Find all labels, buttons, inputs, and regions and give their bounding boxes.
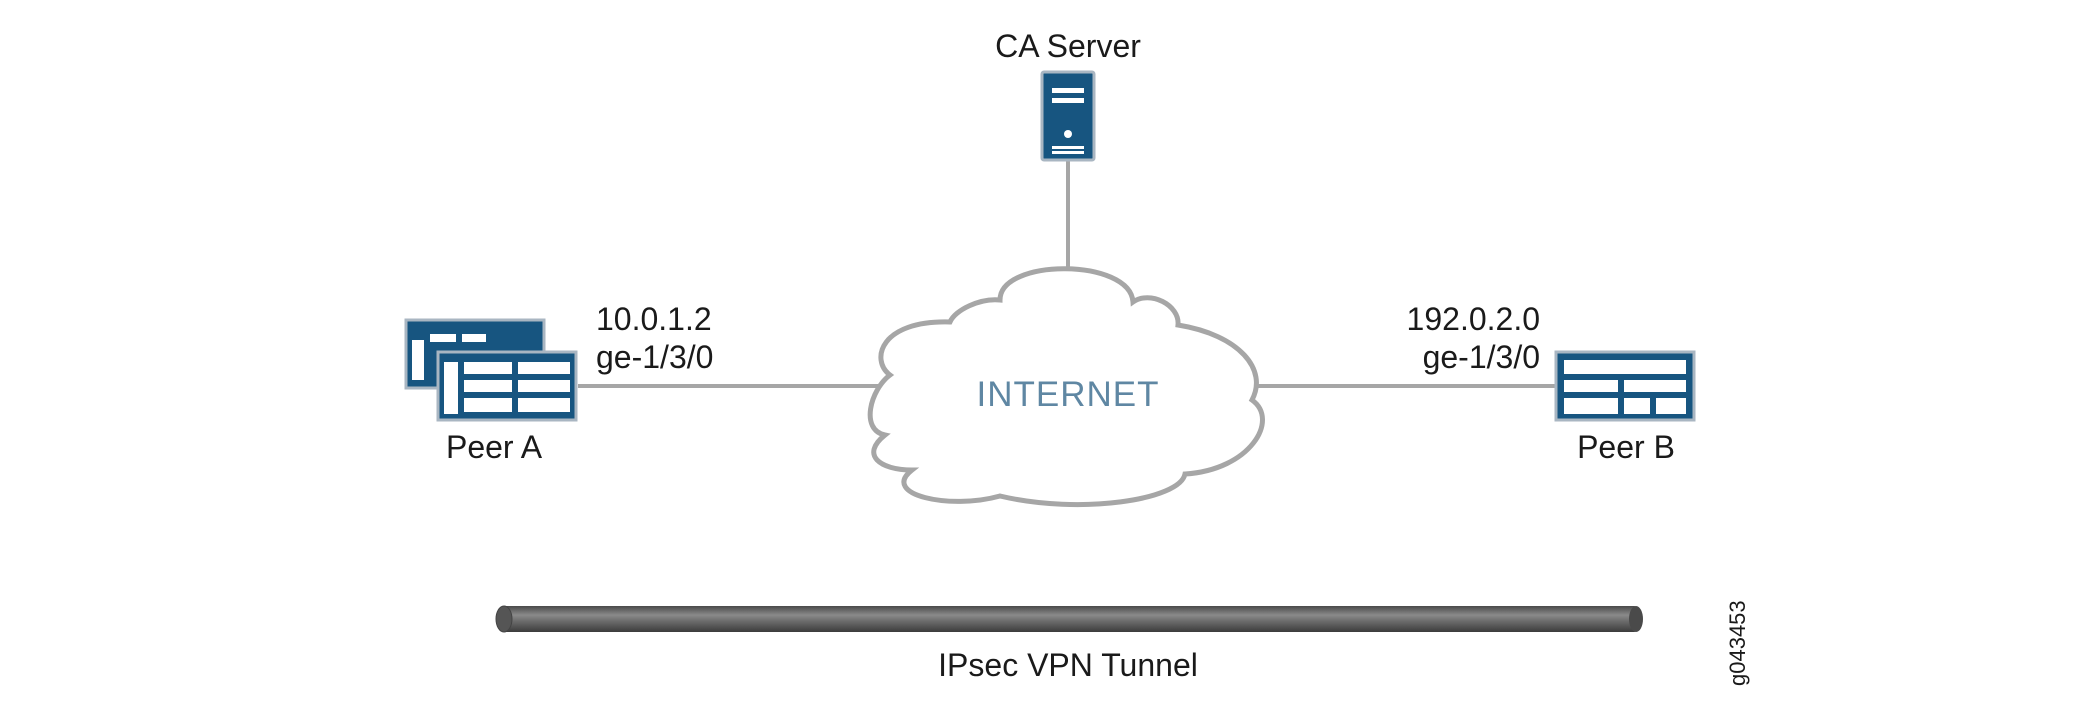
- peer-b-interface: ge-1/3/0: [1423, 339, 1540, 375]
- router-icon: [1554, 350, 1696, 422]
- router-stack-icon: [404, 318, 578, 422]
- peer-a-label: Peer A: [446, 429, 543, 465]
- peer-a-interface: ge-1/3/0: [596, 339, 713, 375]
- internet-cloud: INTERNET: [867, 266, 1265, 508]
- peer-b: 192.0.2.0 ge-1/3/0 Peer B: [1407, 301, 1696, 465]
- ca-server: CA Server: [995, 28, 1141, 162]
- peer-b-label: Peer B: [1577, 429, 1675, 465]
- peer-b-ip: 192.0.2.0: [1407, 301, 1540, 337]
- figure-id: g043453: [1725, 600, 1750, 686]
- server-icon: [1040, 70, 1096, 162]
- ca-server-label: CA Server: [995, 28, 1141, 64]
- peer-a-ip: 10.0.1.2: [596, 301, 712, 337]
- vpn-tunnel-label: IPsec VPN Tunnel: [938, 647, 1198, 683]
- vpn-tunnel: IPsec VPN Tunnel: [495, 605, 1643, 683]
- internet-label: INTERNET: [977, 375, 1160, 414]
- peer-a: 10.0.1.2 ge-1/3/0 Peer A: [404, 301, 713, 465]
